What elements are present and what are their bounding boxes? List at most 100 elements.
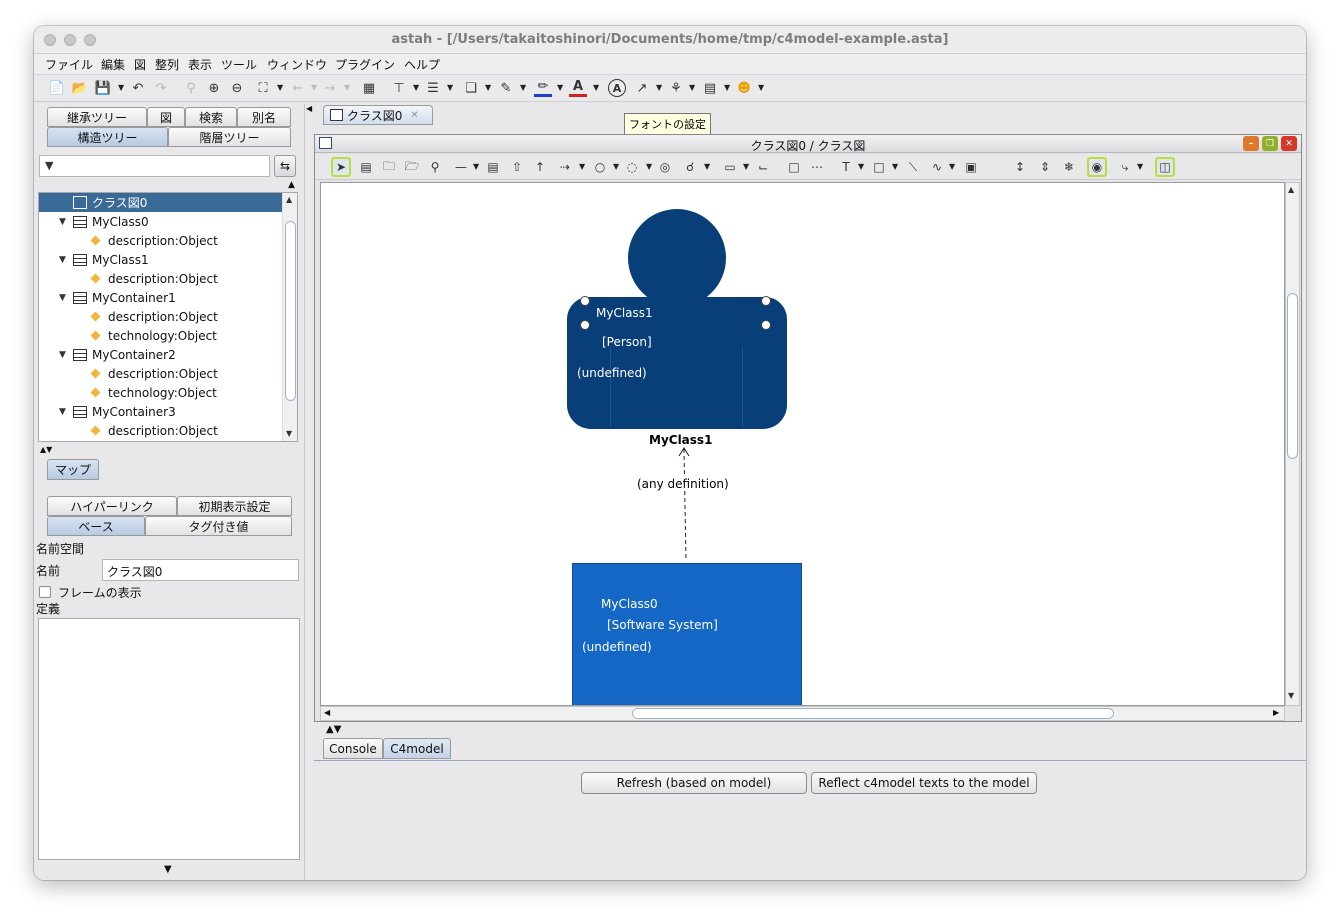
- scroll-left-icon[interactable]: ◀: [324, 708, 331, 717]
- realization-tool-icon[interactable]: ↑: [534, 160, 546, 174]
- association-dropdown-icon[interactable]: ▼: [473, 162, 480, 171]
- tab-alias[interactable]: 別名: [237, 107, 291, 127]
- back-dropdown-icon[interactable]: ▼: [311, 83, 318, 92]
- name-input[interactable]: クラス図0: [102, 559, 299, 581]
- definition-textarea[interactable]: [38, 618, 300, 860]
- line-style-dropdown-icon[interactable]: ▼: [656, 83, 663, 92]
- selection-handle[interactable]: [580, 296, 590, 306]
- canvas-vscroll-thumb[interactable]: [1287, 293, 1298, 459]
- tree-item-mycontainer2[interactable]: ▼ MyContainer2: [59, 347, 176, 362]
- zoom-out-icon[interactable]: ⊖: [231, 80, 243, 96]
- smiley-dropdown-icon[interactable]: ▼: [758, 83, 765, 92]
- scroll-right-icon[interactable]: ▶: [1273, 708, 1280, 717]
- tab-initial-display[interactable]: 初期表示設定: [177, 496, 292, 516]
- fit-dropdown-icon[interactable]: ▼: [277, 83, 284, 92]
- arrange-front-icon[interactable]: ❏: [465, 80, 477, 96]
- menu-align[interactable]: 整列: [155, 58, 180, 72]
- note-tool-icon[interactable]: □: [788, 160, 800, 174]
- association-tool-icon[interactable]: —: [455, 160, 467, 174]
- selection-handle[interactable]: [580, 320, 590, 330]
- tree-item-myclass1[interactable]: ▼ MyClass1: [59, 252, 149, 267]
- align-top-icon[interactable]: ⊤: [393, 80, 405, 96]
- fill-color-icon[interactable]: ✎: [500, 80, 512, 96]
- tree-layout-dropdown-icon[interactable]: ▼: [689, 83, 696, 92]
- tab-structure-tree[interactable]: 構造ツリー: [47, 127, 168, 147]
- expand-down-icon[interactable]: ▼: [164, 864, 172, 875]
- reflect-texts-button[interactable]: Reflect c4model texts to the model: [811, 772, 1037, 794]
- align-left-dropdown-icon[interactable]: ▼: [447, 83, 454, 92]
- person-head-shape[interactable]: [628, 209, 726, 307]
- tab-class-diagram0[interactable]: クラス図0 ✕: [323, 105, 433, 125]
- text-dropdown-icon[interactable]: ▼: [858, 162, 865, 171]
- pin-icon[interactable]: ❄: [1063, 160, 1075, 174]
- splitter-left-icon[interactable]: ◀: [306, 104, 313, 113]
- menu-plugin[interactable]: プラグイン: [335, 58, 396, 72]
- close-window-button[interactable]: [44, 34, 56, 46]
- font-color-dropdown-icon[interactable]: ▼: [593, 83, 600, 92]
- route-line-icon[interactable]: ⤷: [1121, 159, 1129, 174]
- restore-frame-icon[interactable]: ❐: [1262, 136, 1278, 151]
- required-interface-dropdown-icon[interactable]: ▼: [704, 162, 711, 171]
- tab-console[interactable]: Console: [323, 738, 383, 759]
- tab-base[interactable]: ベース: [47, 516, 145, 536]
- route-line-dropdown-icon[interactable]: ▼: [1137, 162, 1144, 171]
- collapse-up-icon[interactable]: ▲: [288, 180, 295, 190]
- tab-tagged-values[interactable]: タグ付き値: [145, 516, 292, 536]
- tree-item-attr[interactable]: technology:Object: [39, 383, 282, 402]
- freeform-tool-icon[interactable]: ∿: [931, 160, 943, 174]
- link-tool-icon[interactable]: ⌙: [757, 160, 769, 174]
- select-tool-icon[interactable]: ➤: [331, 157, 351, 177]
- canvas-vertical-scrollbar[interactable]: ▲ ▼: [1285, 182, 1300, 706]
- menu-diagram[interactable]: 図: [134, 58, 147, 72]
- dependency-tool-icon[interactable]: ⇢: [559, 160, 571, 174]
- layout-dropdown-icon[interactable]: ▼: [724, 83, 731, 92]
- tree-item-attr[interactable]: description:Object: [39, 364, 282, 383]
- scroll-down-icon[interactable]: ▼: [286, 429, 293, 438]
- package-tool-icon[interactable]: 🗀: [382, 158, 395, 173]
- relation-arrow[interactable]: [671, 445, 701, 565]
- expand-icon[interactable]: ▼: [59, 349, 66, 360]
- tab-inheritance-tree[interactable]: 継承ツリー: [47, 107, 147, 127]
- usage-tool-icon[interactable]: ○: [594, 160, 606, 174]
- redo-icon[interactable]: ↷: [155, 80, 167, 96]
- close-frame-icon[interactable]: ✕: [1281, 136, 1297, 151]
- instance-tool-icon[interactable]: ▭: [724, 160, 736, 174]
- expand-icon[interactable]: ▼: [59, 216, 66, 227]
- new-file-icon[interactable]: 📄: [48, 80, 66, 96]
- tree-scroll-thumb[interactable]: [285, 221, 296, 401]
- usage-dropdown-icon[interactable]: ▼: [613, 162, 620, 171]
- undo-icon[interactable]: ↶: [132, 80, 144, 96]
- panel-splitter[interactable]: [304, 104, 310, 880]
- menu-tools[interactable]: ツール: [221, 58, 258, 72]
- interface-dropdown-icon[interactable]: ▼: [646, 162, 653, 171]
- font-settings-icon[interactable]: A: [608, 79, 626, 97]
- snap-icon[interactable]: ◉: [1087, 157, 1107, 177]
- interface-tool-icon[interactable]: ◌: [626, 160, 638, 174]
- freeform-dropdown-icon[interactable]: ▼: [949, 162, 956, 171]
- tree-item-mycontainer3[interactable]: ▼ MyContainer3: [59, 404, 176, 419]
- tab-c4model[interactable]: C4model: [383, 738, 451, 759]
- software-system-box[interactable]: [572, 563, 802, 705]
- align-left-icon[interactable]: ☰: [427, 80, 439, 96]
- save-icon[interactable]: 💾: [94, 80, 112, 96]
- tab-hierarchy-tree[interactable]: 階層ツリー: [168, 127, 291, 147]
- line-tool-icon[interactable]: ⟍: [908, 159, 918, 174]
- canvas-horizontal-scrollbar[interactable]: ◀ ▶: [320, 706, 1285, 721]
- open-folder-icon[interactable]: 📂: [71, 80, 89, 96]
- line-color-icon[interactable]: ✏: [534, 79, 552, 97]
- grid-icon[interactable]: ▦: [362, 80, 376, 96]
- tab-search[interactable]: 検索: [185, 107, 237, 127]
- split-arrows-icon[interactable]: ▲▼: [40, 445, 53, 454]
- scroll-up-icon[interactable]: ▲: [286, 195, 293, 204]
- expand-icon[interactable]: ▼: [59, 292, 66, 303]
- tree-item-mycontainer1[interactable]: ▼ MyContainer1: [59, 290, 176, 305]
- dependency-dropdown-icon[interactable]: ▼: [579, 162, 586, 171]
- forward-dropdown-icon[interactable]: ▼: [344, 83, 351, 92]
- tab-map[interactable]: マップ: [47, 459, 99, 480]
- relation-label[interactable]: (any definition): [636, 477, 730, 491]
- selection-handle[interactable]: [761, 296, 771, 306]
- line-color-dropdown-icon[interactable]: ▼: [557, 83, 564, 92]
- tree-item-attr[interactable]: technology:Object: [39, 326, 282, 345]
- rectangle-dropdown-icon[interactable]: ▼: [892, 162, 899, 171]
- expand-icon[interactable]: ▼: [59, 254, 66, 265]
